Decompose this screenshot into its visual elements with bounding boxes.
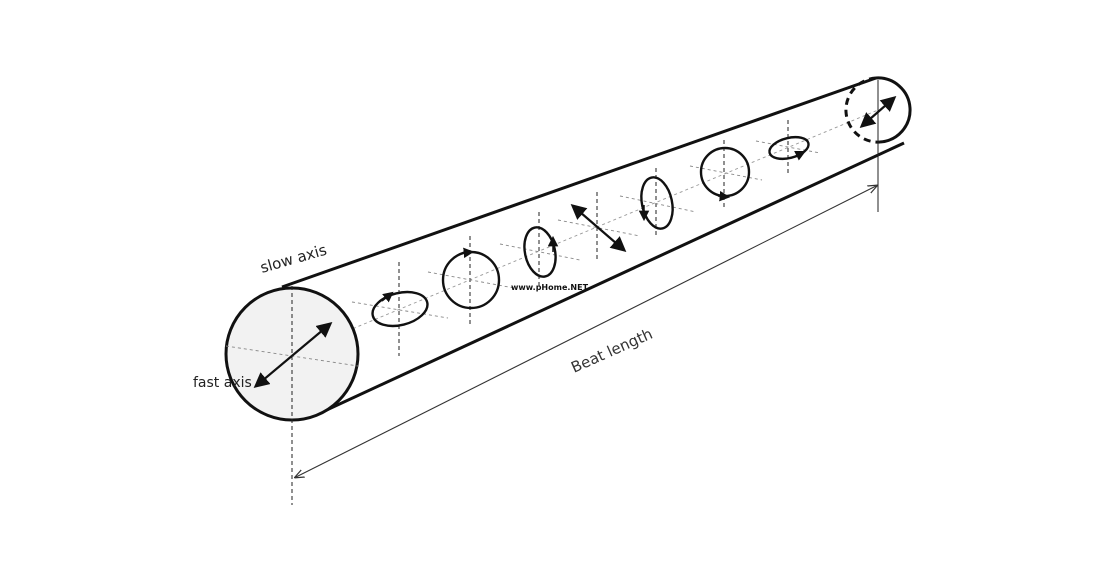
state-2-rotation-arrow [461, 247, 475, 259]
far-end-visible-arc [875, 76, 912, 144]
state-7-ellipse [768, 135, 810, 161]
watermark-text: www.pHome.NET [511, 283, 589, 292]
polarization-state-elliptical-4 [755, 120, 821, 176]
state-6-circle [699, 146, 751, 198]
state-1-rotation-arrow [381, 291, 394, 303]
polarization-state-elliptical-2 [499, 212, 581, 290]
fiber-bottom-edge [317, 141, 905, 416]
polarization-state-circular-1 [427, 236, 515, 325]
far-end-hidden-arc [844, 76, 881, 144]
fiber-center-axis [291, 109, 879, 355]
beat-length-dimension [296, 186, 876, 477]
polarization-state-circular-2 [689, 140, 763, 208]
state-5-ellipse [640, 176, 674, 230]
fast-axis-label: fast axis [193, 375, 252, 391]
state-5-horizontal-guide [619, 195, 697, 213]
beat-length-label: Beat length [568, 325, 655, 377]
state-1-horizontal-guide [351, 301, 449, 319]
slow-axis-label: slow axis [258, 241, 329, 277]
beat-length-arrow [296, 186, 876, 477]
fiber-top-edge [281, 76, 877, 289]
state-6-rotation-arrow [717, 190, 731, 202]
state-7-rotation-arrow [794, 151, 806, 161]
far-end-linear-polarization-arrow [859, 95, 897, 129]
state-4-linear-polarization-arrow [570, 203, 627, 253]
state-2-horizontal-guide [427, 271, 515, 289]
near-end-face [224, 286, 360, 505]
state-3-horizontal-guide [499, 243, 581, 261]
state-3-ellipse [523, 226, 557, 278]
state-7-horizontal-guide [755, 140, 821, 154]
polarization-state-linear-1 [557, 192, 641, 262]
